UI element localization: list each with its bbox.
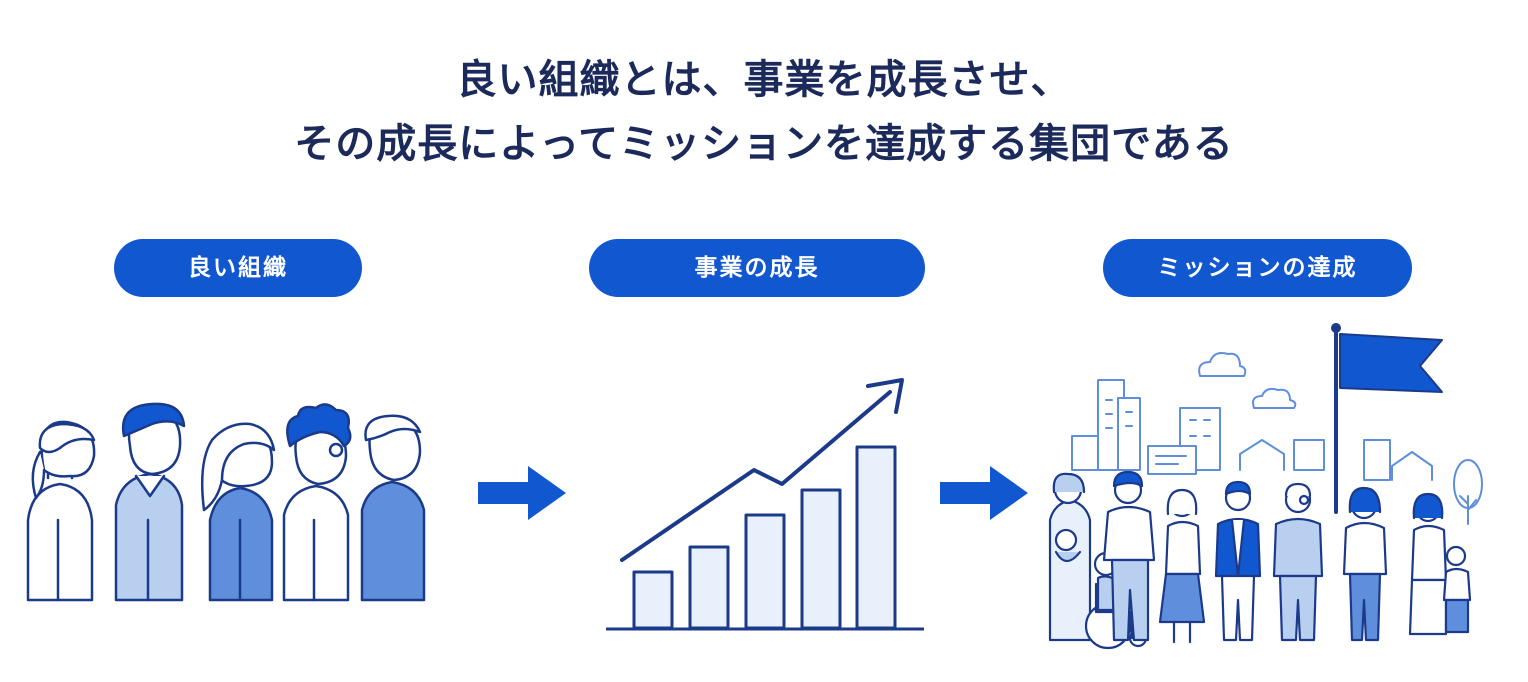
growth-bar xyxy=(855,445,897,630)
flag-icon xyxy=(1331,323,1443,514)
headline: 良い組織とは、事業を成長させ、 その成長によってミッションを達成する集団である xyxy=(0,48,1528,176)
mission-community-illustration xyxy=(1048,323,1483,650)
person-icon xyxy=(282,403,352,602)
person-icon xyxy=(1214,480,1262,642)
tree-icon xyxy=(1453,459,1483,525)
person-icon xyxy=(1048,472,1092,642)
person-icon xyxy=(26,420,96,602)
growth-bar xyxy=(744,513,786,630)
person-icon xyxy=(1102,470,1156,642)
growth-bar xyxy=(688,545,730,630)
person-icon xyxy=(1158,488,1206,644)
step-pill-good-organization: 良い組織 xyxy=(114,239,362,297)
step-pill-mission-achievement: ミッションの達成 xyxy=(1103,239,1412,297)
person-icon xyxy=(360,414,426,602)
headline-line-2: その成長によってミッションを達成する集団である xyxy=(294,121,1234,167)
person-icon xyxy=(1408,492,1472,636)
person-icon xyxy=(1272,482,1324,642)
growth-arrow-icon xyxy=(620,390,892,562)
arrow-right-icon xyxy=(478,466,566,520)
cloud-icon xyxy=(1198,352,1247,377)
growth-bar-chart-illustration xyxy=(606,378,924,631)
city-skyline xyxy=(1071,379,1433,481)
person-icon xyxy=(1342,486,1388,642)
arrow-right-icon xyxy=(940,466,1028,520)
person-icon xyxy=(114,402,186,602)
step-pill-business-growth: 事業の成長 xyxy=(589,239,925,297)
headline-line-1: 良い組織とは、事業を成長させ、 xyxy=(456,57,1072,103)
team-people-illustration xyxy=(26,402,426,602)
growth-bar xyxy=(632,570,674,630)
cloud-icon xyxy=(1252,387,1297,409)
person-icon xyxy=(200,422,276,602)
growth-bar xyxy=(800,488,842,630)
